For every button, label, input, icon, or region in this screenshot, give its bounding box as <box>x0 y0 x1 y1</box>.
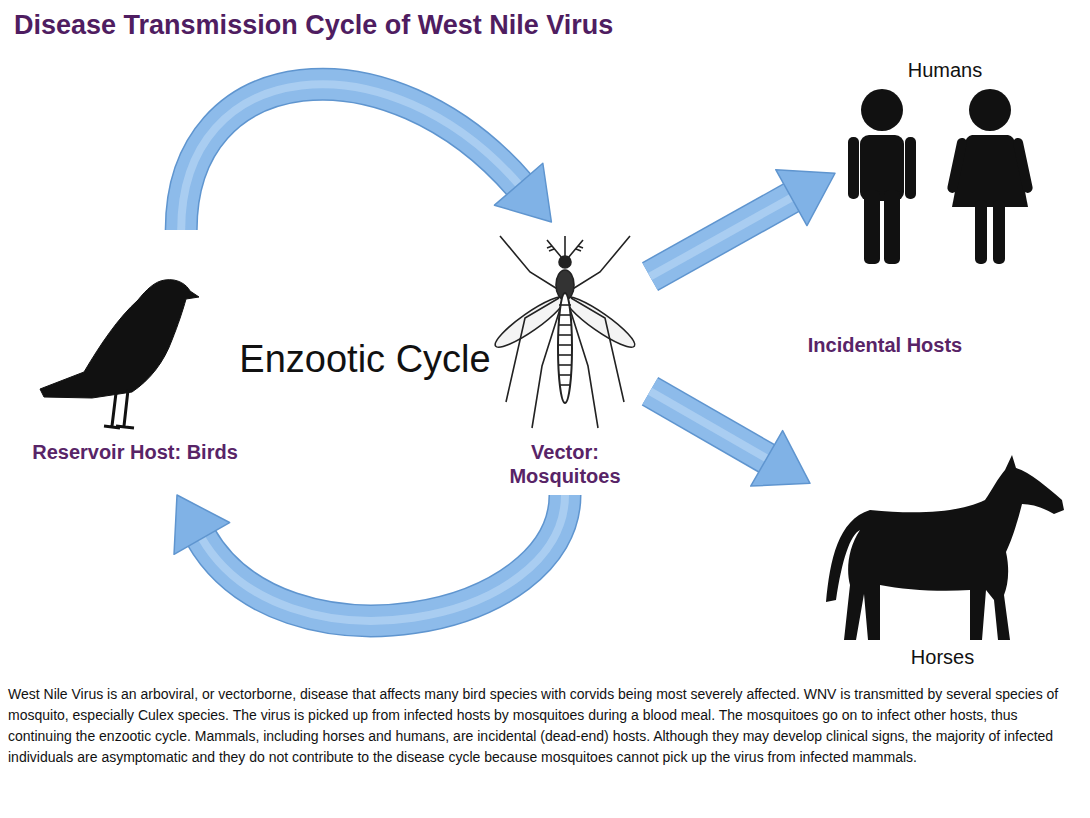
figure-part <box>861 89 903 131</box>
bird-silhouette <box>40 280 199 428</box>
figure-part <box>559 305 571 385</box>
title: Disease Transmission Cycle of West Nile … <box>14 10 613 41</box>
arrow-highlight <box>181 84 520 230</box>
arrow-highlight <box>650 197 793 277</box>
horse-silhouette <box>826 455 1064 640</box>
arrow-shaft <box>201 495 565 621</box>
arrow-head <box>174 495 230 554</box>
arrow-shaft <box>650 391 768 459</box>
block-arrow <box>174 495 565 621</box>
figure-part <box>559 256 571 268</box>
figure-part <box>506 298 559 402</box>
figure-part <box>826 455 1064 640</box>
figure-part <box>884 190 900 264</box>
figure-part <box>848 137 859 199</box>
figure-part <box>559 344 571 346</box>
arrow-head <box>494 163 551 222</box>
figure-part <box>559 384 571 386</box>
figure-part <box>564 236 566 256</box>
figure-part <box>559 354 571 356</box>
node-label: Vector: Mosquitoes <box>480 440 650 488</box>
mosquito-figure <box>490 236 639 428</box>
block-arrow <box>650 170 835 277</box>
human-figures <box>848 89 1034 264</box>
figure-part <box>969 89 1011 131</box>
figure-part <box>993 200 1005 264</box>
figure-part <box>559 304 571 306</box>
figure-part <box>975 200 987 264</box>
figure-part <box>40 280 199 398</box>
node-label: Horses <box>810 645 1075 669</box>
figure-part <box>558 293 572 403</box>
vector-node: Vector: Mosquitoes <box>480 222 650 495</box>
arrow-outline <box>650 391 768 459</box>
figure-part <box>532 306 561 428</box>
block-arrow <box>650 391 810 486</box>
arrow-shaft <box>650 197 793 277</box>
figure-part <box>559 324 571 326</box>
arrow-outline <box>201 495 565 621</box>
figure-part <box>569 306 598 428</box>
block-arrow <box>181 84 551 230</box>
arrow-head <box>776 170 835 226</box>
figure-part <box>905 137 916 199</box>
arrow-shaft <box>181 84 520 230</box>
free-label: Enzootic Cycle <box>205 336 525 382</box>
horse-host: Horses <box>810 450 1075 672</box>
figure-part <box>864 190 880 264</box>
figure-part <box>104 390 134 428</box>
caption: West Nile Virus is an arboviral, or vect… <box>8 684 1082 768</box>
figure-part <box>559 374 571 376</box>
arrow-head <box>751 431 810 486</box>
arrow-outline <box>650 197 793 277</box>
human-host: Humans <box>835 55 1055 270</box>
node-label: Humans <box>835 58 1055 82</box>
arrow-highlight <box>650 391 768 459</box>
figure-part <box>571 298 624 402</box>
free-label: Incidental Hosts <box>770 333 1000 357</box>
figure-part <box>946 137 967 194</box>
figure-part <box>1012 137 1033 194</box>
node-label: Reservoir Host: Birds <box>30 440 240 464</box>
figure-part <box>559 334 571 336</box>
reservoir-host: Reservoir Host: Birds <box>30 230 240 495</box>
figure-part <box>559 314 571 316</box>
arrow-outline <box>181 84 520 230</box>
arrow-highlight <box>201 495 565 621</box>
figure-part <box>559 364 571 366</box>
